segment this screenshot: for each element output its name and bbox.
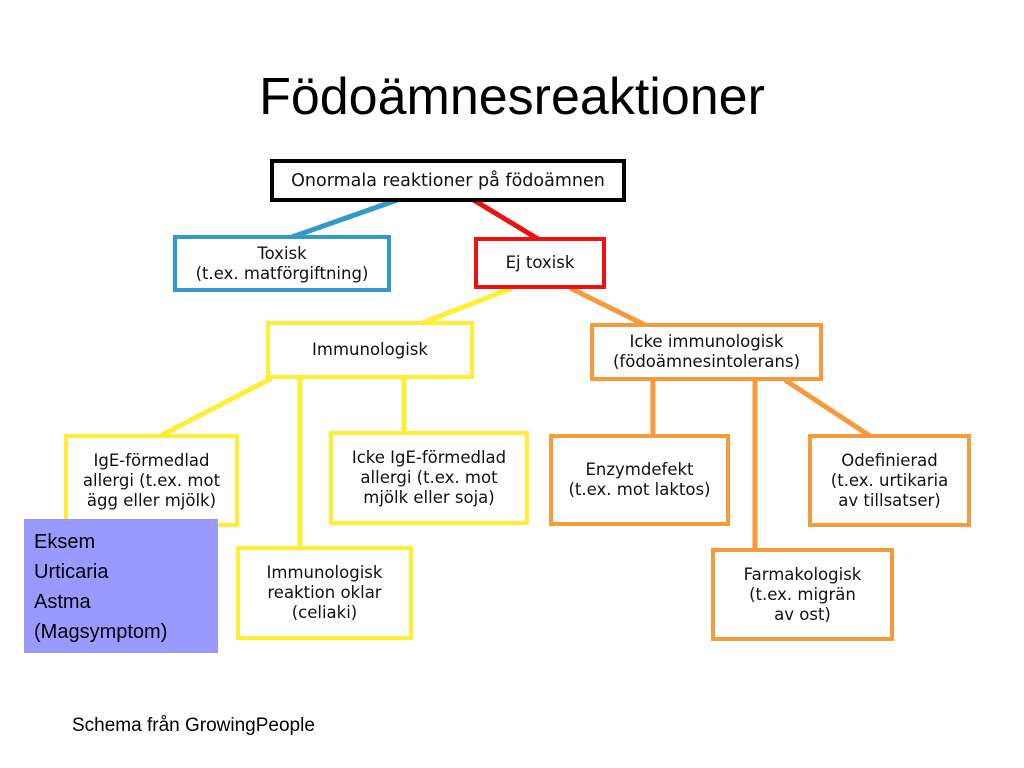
node-non-toxic-label: Ej toxisk (505, 253, 575, 272)
node-toxic: Toxisk (t.ex. matförgiftning) (173, 235, 391, 292)
slide-title: Födoämnesreaktioner (259, 68, 765, 126)
symptom-item: (Magsymptom) (34, 621, 168, 643)
connector-immuno-ige (156, 375, 274, 440)
node-reaction-unclear: Immunologisk reaktion oklar (celiaki) (236, 546, 413, 640)
node-undefined: Odefinierad (t.ex. urtikaria av tillsats… (808, 434, 971, 527)
node-non-ige-mediated: Icke IgE-förmedlad allergi (t.ex. mot mj… (329, 431, 529, 525)
node-abnormal-reactions: Onormala reaktioner på födoämnen (270, 159, 626, 202)
node-undefined-label: Odefinierad (t.ex. urtikaria av tillsats… (830, 450, 949, 510)
node-enzyme-defect: Enzymdefekt (t.ex. mot laktos) (549, 434, 730, 526)
node-non-immunological-label: Icke immunologisk (födoämnesintolerans) (612, 332, 801, 371)
connector-root-toxic (291, 196, 401, 240)
node-immunological-label: Immunologisk (312, 340, 428, 359)
connector-root-nontoxic (470, 196, 540, 242)
node-enzyme-defect-label: Enzymdefekt (t.ex. mot laktos) (568, 460, 711, 499)
node-immunological: Immunologisk (266, 321, 474, 379)
node-non-toxic: Ej toxisk (474, 237, 606, 289)
node-non-immunological: Icke immunologisk (födoämnesintolerans) (590, 323, 823, 381)
symptom-item: Eksem (34, 531, 96, 553)
node-toxic-label: Toxisk (t.ex. matförgiftning) (195, 243, 369, 283)
symptom-item: Urticaria (34, 561, 109, 583)
source-caption: Schema från GrowingPeople (72, 715, 315, 736)
symptom-list-box: Eksem Urticaria Astma (Magsymptom) (24, 519, 218, 653)
node-non-ige-mediated-label: Icke IgE-förmedlad allergi (t.ex. mot mj… (351, 448, 507, 507)
connector-nontoxic-immuno (419, 285, 513, 327)
node-abnormal-reactions-label: Onormala reaktioner på födoämnen (291, 170, 605, 191)
node-ige-mediated-label: IgE-förmedlad allergi (t.ex. mot ägg ell… (82, 450, 221, 510)
connector-nonimmuno-undefined (783, 377, 872, 439)
symptom-item: Astma (34, 591, 91, 613)
node-ige-mediated: IgE-förmedlad allergi (t.ex. mot ägg ell… (64, 434, 239, 527)
node-pharmacological-label: Farmakologisk (t.ex. migrän av ost) (743, 564, 862, 624)
node-pharmacological: Farmakologisk (t.ex. migrän av ost) (711, 548, 894, 641)
node-reaction-unclear-label: Immunologisk reaktion oklar (celiaki) (266, 563, 383, 622)
connector-nontoxic-nonimmuno (568, 285, 647, 328)
